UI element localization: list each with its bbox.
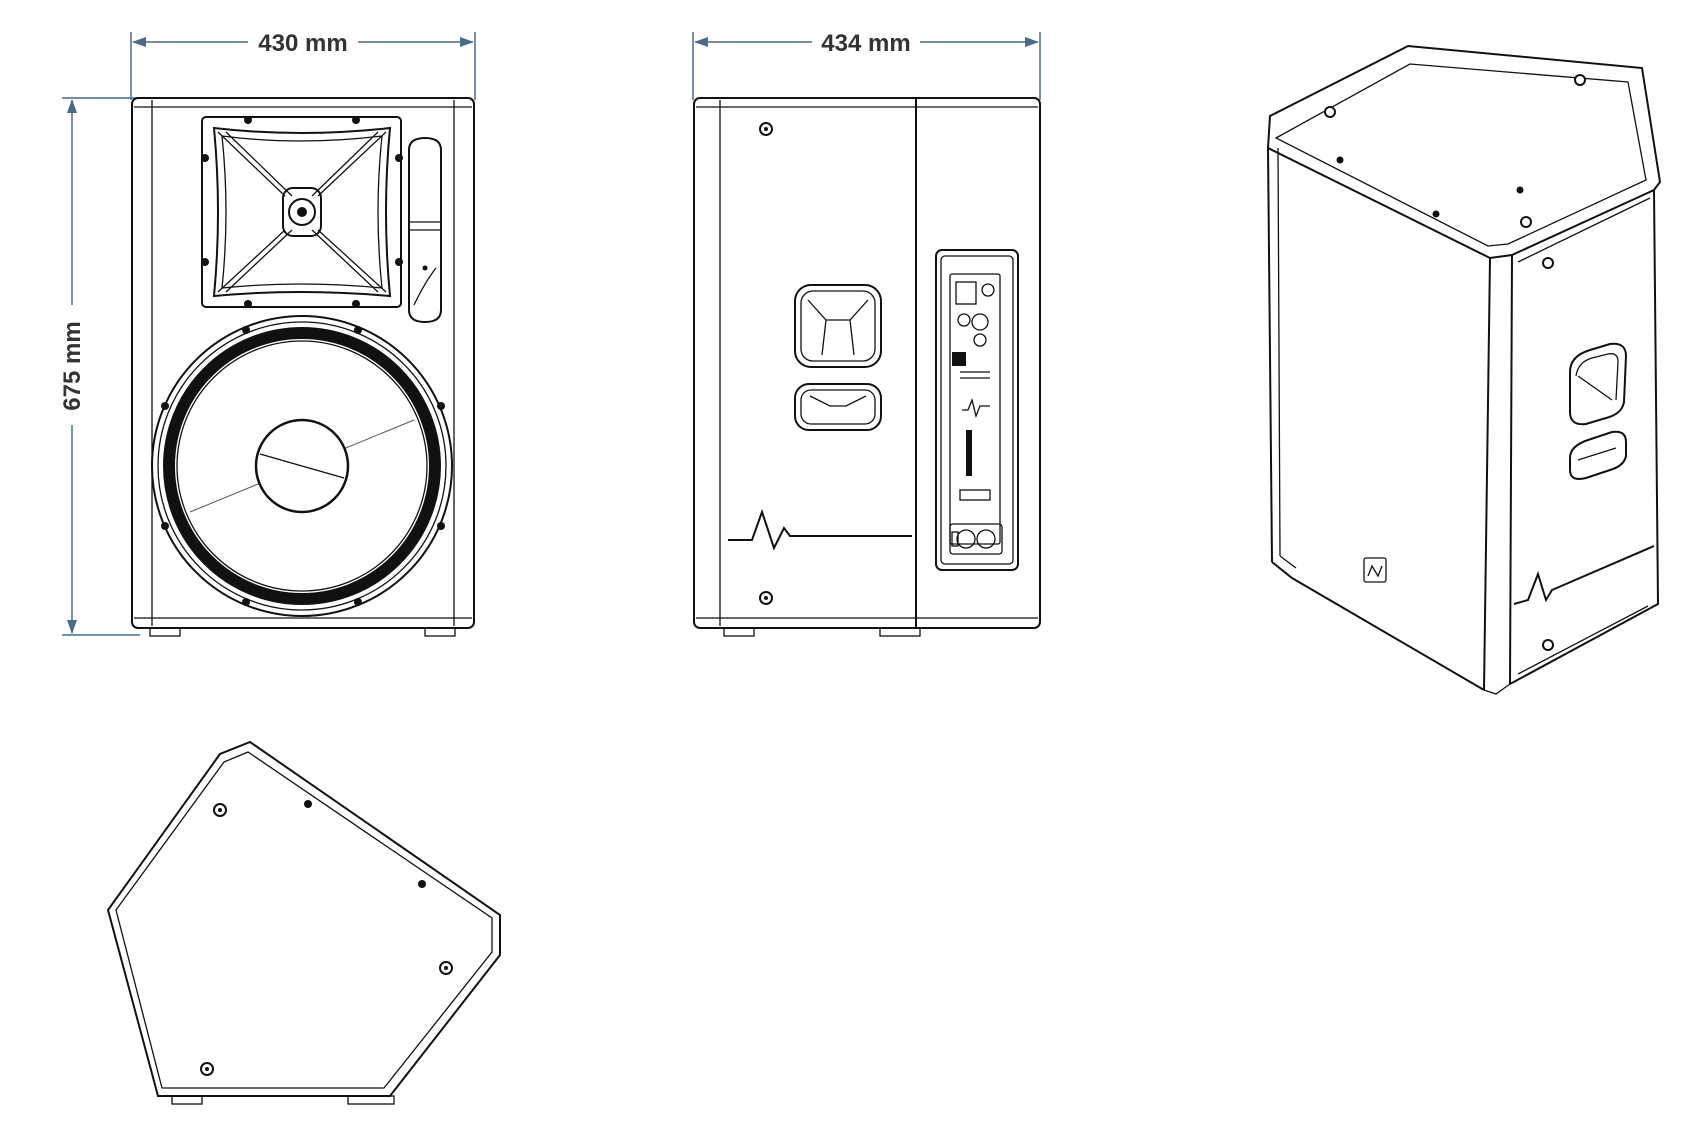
height-dimension: 675 mm: [59, 97, 140, 636]
side-view: [693, 97, 1041, 637]
woofer: [151, 315, 453, 617]
amplifier-panel: [935, 249, 1019, 571]
bass-port: [408, 136, 442, 324]
front-view: [131, 97, 475, 637]
height-label: 675 mm: [59, 321, 86, 410]
horn: [201, 116, 403, 308]
width-dimension: 430 mm: [130, 30, 476, 100]
perspective-view: [1266, 44, 1662, 695]
depth-dimension: 434 mm: [692, 30, 1041, 100]
perspective-handle-upper: [1569, 342, 1628, 426]
side-handle-upper: [794, 284, 882, 368]
perspective-handle-lower: [1569, 430, 1627, 480]
width-label: 430 mm: [258, 30, 347, 57]
top-view: [106, 740, 501, 1105]
brand-wave-logo: [728, 508, 912, 551]
side-handle-lower: [794, 383, 882, 431]
depth-label: 434 mm: [821, 30, 910, 57]
